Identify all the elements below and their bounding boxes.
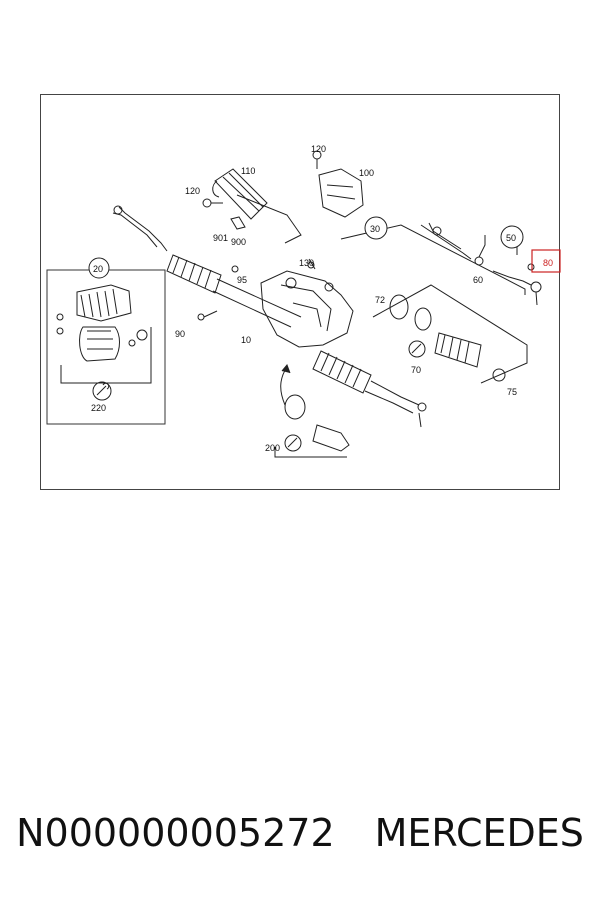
callout-130: 130 [299,258,314,268]
parts-diagram-frame: 20 30 50 80 10 60 70 72 75 90 95 100 110… [40,94,561,490]
steering-rack-drawing [112,205,427,428]
brand-name: MERCEDES [374,811,584,855]
steering-rack-diagram: 20 30 50 80 10 60 70 72 75 90 95 100 110… [46,144,561,458]
callout-72: 72 [375,295,385,305]
callout-900: 900 [231,237,246,247]
callout-circle-20 [88,257,110,279]
motor-unit-drawing [56,284,152,384]
callout-75: 75 [507,387,517,397]
highlight-box-80 [531,249,561,273]
callout-circle-30 [364,216,388,240]
callout-200: 200 [265,443,280,453]
inset-box-motor [46,269,166,425]
callout-80: 80 [543,258,553,268]
boot-kit-drawing [372,284,528,384]
upper-column-drawing [197,150,364,321]
tool-icon-70 [408,340,426,358]
callout-100: 100 [359,168,374,178]
part-number: N000000005272 [16,811,335,855]
callout-901: 901 [213,233,228,243]
callout-70: 70 [411,365,421,375]
callout-10: 10 [241,335,251,345]
product-caption: N000000005272 MERCEDES [0,808,600,858]
tool-icon-220 [92,381,112,401]
callout-120-left: 120 [185,186,200,196]
callout-90: 90 [175,329,185,339]
callout-50: 50 [506,233,516,243]
callout-20: 20 [93,264,103,274]
seal-kit-drawing [274,394,350,458]
callout-60: 60 [473,275,483,285]
callout-110: 110 [241,166,255,176]
callout-220: 220 [91,403,106,413]
callout-circle-50 [500,225,524,249]
callout-30: 30 [370,224,380,234]
callout-120-top: 120 [311,144,326,154]
callout-95: 95 [237,275,247,285]
